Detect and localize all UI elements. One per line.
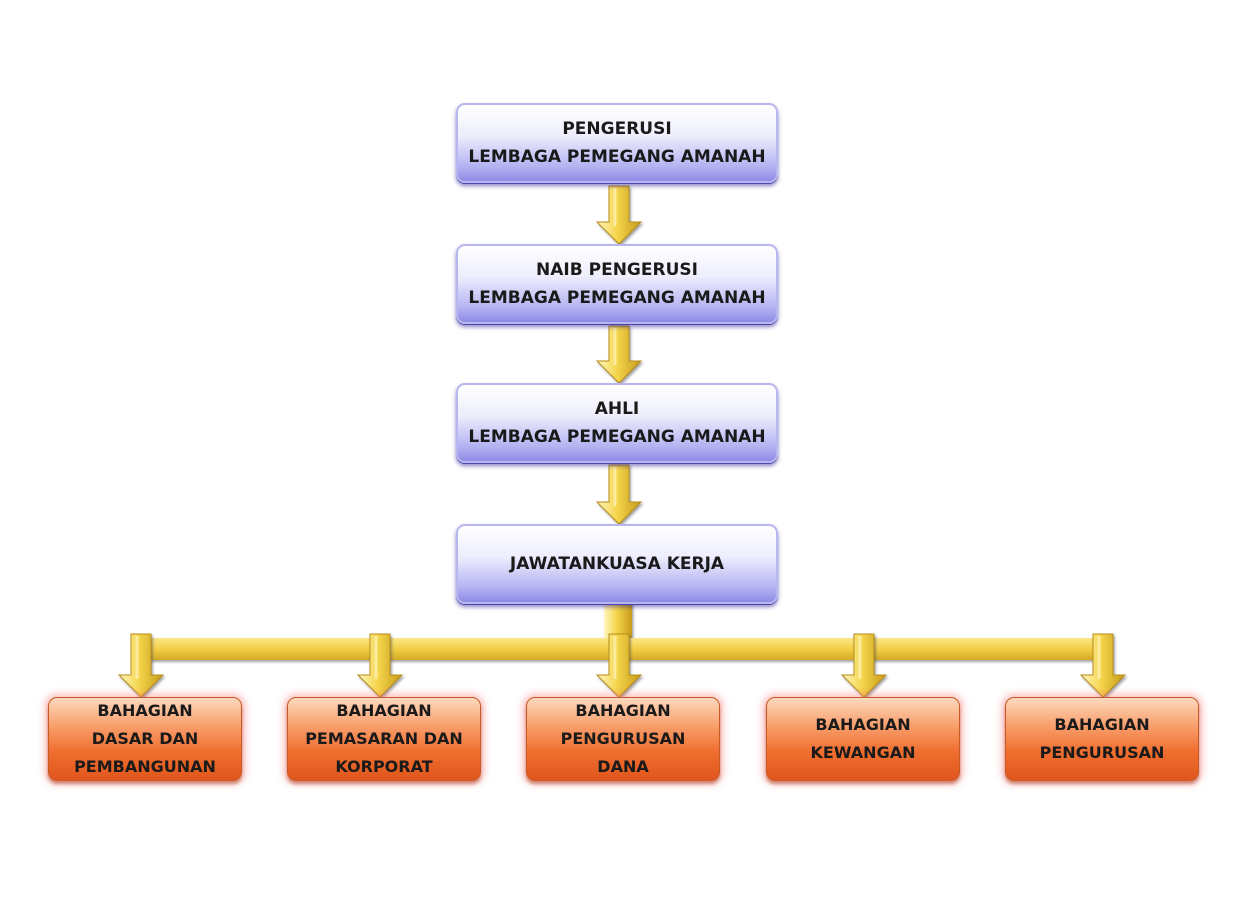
branch-arrow	[595, 633, 643, 698]
down-arrow	[595, 464, 643, 525]
division-box-management: BAHAGIAN PENGURUSAN	[1005, 697, 1199, 781]
down-arrow	[595, 185, 643, 245]
chairman-box: PENGERUSI LEMBAGA PEMEGANG AMANAH	[456, 103, 778, 183]
division-line: KEWANGAN	[810, 743, 916, 762]
division-line: BAHAGIAN	[1054, 715, 1150, 734]
division-line: BAHAGIAN	[815, 715, 911, 734]
committee-box: JAWATANKUASA KERJA	[456, 524, 778, 604]
division-line: PEMBANGUNAN	[74, 757, 216, 776]
division-line: PENGURUSAN	[1039, 743, 1165, 762]
branch-arrow	[356, 633, 404, 698]
chairman-title: PENGERUSI	[562, 119, 672, 139]
members-box: AHLI LEMBAGA PEMEGANG AMANAH	[456, 383, 778, 463]
vice-chairman-box: NAIB PENGERUSI LEMBAGA PEMEGANG AMANAH	[456, 244, 778, 324]
division-line: DASAR DAN	[91, 729, 199, 748]
branch-arrow	[117, 633, 165, 698]
division-box-policy-development: BAHAGIAN DASAR DAN PEMBANGUNAN	[48, 697, 242, 781]
division-box-marketing-corporate: BAHAGIAN PEMASARAN DAN KORPORAT	[287, 697, 481, 781]
division-box-fund-management: BAHAGIAN PENGURUSAN DANA	[526, 697, 720, 781]
down-arrow	[595, 325, 643, 384]
vice-chairman-title: NAIB PENGERUSI	[536, 260, 698, 280]
members-subtitle: LEMBAGA PEMEGANG AMANAH	[468, 427, 766, 447]
division-line: BAHAGIAN	[97, 701, 193, 720]
committee-title: JAWATANKUASA KERJA	[509, 554, 725, 574]
connector-stem	[604, 600, 632, 640]
division-line: DANA	[597, 757, 649, 776]
division-line: BAHAGIAN	[575, 701, 671, 720]
members-title: AHLI	[594, 399, 640, 419]
division-box-finance: BAHAGIAN KEWANGAN	[766, 697, 960, 781]
chairman-subtitle: LEMBAGA PEMEGANG AMANAH	[468, 147, 766, 167]
branch-arrow	[1079, 633, 1127, 698]
division-line: PEMASARAN DAN	[305, 729, 463, 748]
division-line: PENGURUSAN	[560, 729, 686, 748]
vice-chairman-subtitle: LEMBAGA PEMEGANG AMANAH	[468, 288, 766, 308]
division-line: KORPORAT	[335, 757, 433, 776]
branch-arrow	[840, 633, 888, 698]
division-line: BAHAGIAN	[336, 701, 432, 720]
